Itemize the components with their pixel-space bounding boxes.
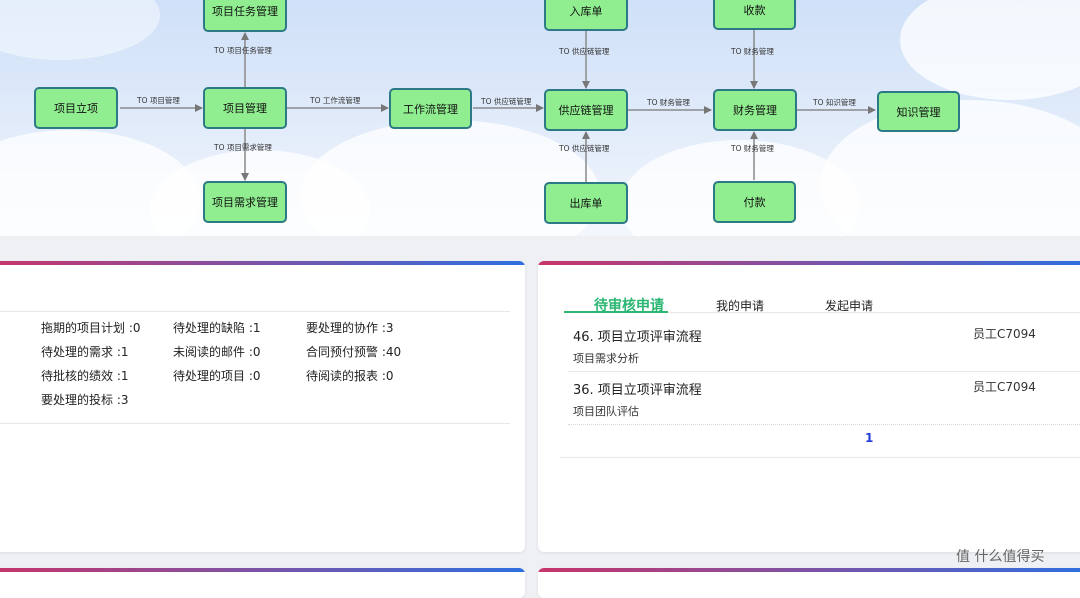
- edge-label: TO 项目需求管理: [214, 143, 272, 152]
- item-title[interactable]: 36. 项目立项评审流程: [573, 383, 702, 398]
- edge-label: TO 知识管理: [813, 98, 856, 107]
- edge-label: TO 供应链管理: [559, 144, 610, 153]
- node-project-mgmt[interactable]: 项目管理: [203, 87, 287, 129]
- item-subtitle: 项目团队评估: [573, 405, 639, 418]
- edge-label: TO 财务管理: [731, 47, 774, 56]
- tab-my-applications[interactable]: 我的申请: [716, 299, 765, 313]
- panel-top-accent: [0, 261, 525, 265]
- todo-stat[interactable]: 拖期的项目计划 :0: [41, 321, 141, 335]
- item-user: 员工C7094: [973, 380, 1036, 394]
- todo-stat[interactable]: 待阅读的报表 :0: [306, 369, 394, 383]
- divider: [0, 423, 510, 424]
- node-payment[interactable]: 付款: [713, 181, 796, 223]
- todo-stat[interactable]: 待处理的需求 :1: [41, 345, 129, 359]
- panel-top-accent: [0, 568, 525, 572]
- active-tab-underline: [564, 311, 668, 313]
- workflow-diagram: 项目任务管理 项目立项 项目管理 项目需求管理 工作流管理 入库单 供应链管理 …: [0, 0, 1080, 236]
- node-outbound-order[interactable]: 出库单: [544, 182, 628, 224]
- todo-panel: 8 拖期的项目计划 :0 待处理的缺陷 :1 要处理的协作 :3 待处理的需求 …: [0, 261, 525, 552]
- todo-stat[interactable]: 待批核的绩效 :1: [41, 369, 129, 383]
- panel-top-accent: [538, 261, 1080, 265]
- node-supply-chain-mgmt[interactable]: 供应链管理: [544, 89, 628, 131]
- lower-panel-left: [0, 568, 525, 598]
- flow-connectors: [120, 30, 876, 182]
- divider: [668, 312, 1080, 313]
- node-inbound-order[interactable]: 入库单: [544, 0, 628, 31]
- edge-label: TO 财务管理: [647, 98, 690, 107]
- edge-label: TO 供应链管理: [481, 97, 532, 106]
- todo-stat[interactable]: 合同预付预警 :40: [306, 345, 402, 359]
- node-project-requirement-mgmt[interactable]: 项目需求管理: [203, 181, 287, 223]
- lower-panel-right: [538, 568, 1080, 598]
- panel-top-accent: [538, 568, 1080, 572]
- node-finance-mgmt[interactable]: 财务管理: [713, 89, 797, 131]
- tab-initiate-application[interactable]: 发起申请: [825, 299, 874, 313]
- divider: [0, 311, 510, 312]
- edge-label: TO 项目任务管理: [214, 46, 272, 55]
- page-number[interactable]: 1: [865, 431, 874, 445]
- divider: [560, 457, 1080, 458]
- todo-stat[interactable]: 待处理的缺陷 :1: [173, 321, 261, 335]
- item-subtitle: 项目需求分析: [573, 352, 639, 365]
- todo-stat[interactable]: 待处理的项目 :0: [173, 369, 261, 383]
- item-user: 员工C7094: [973, 327, 1036, 341]
- approval-panel: 待审核申请 我的申请 发起申请 46. 项目立项评审流程 员工C7094 项目需…: [538, 261, 1080, 552]
- divider: [568, 371, 1080, 372]
- node-project-setup[interactable]: 项目立项: [34, 87, 118, 129]
- tab-pending-approval[interactable]: 待审核申请: [594, 298, 664, 314]
- todo-stat[interactable]: 要处理的协作 :3: [306, 321, 394, 335]
- edge-label: TO 工作流管理: [310, 96, 361, 105]
- node-collection[interactable]: 收款: [713, 0, 796, 30]
- node-project-task-mgmt[interactable]: 项目任务管理: [203, 0, 287, 32]
- watermark: 值 什么值得买: [956, 549, 1045, 565]
- todo-stat[interactable]: 要处理的投标 :3: [41, 393, 129, 407]
- node-knowledge-mgmt[interactable]: 知识管理: [877, 91, 960, 132]
- edge-label: TO 财务管理: [731, 144, 774, 153]
- node-workflow-mgmt[interactable]: 工作流管理: [389, 88, 472, 129]
- edge-label: TO 项目管理: [137, 96, 180, 105]
- edge-label: TO 供应链管理: [559, 47, 610, 56]
- todo-stat[interactable]: 未阅读的邮件 :0: [173, 345, 261, 359]
- divider: [568, 424, 1080, 425]
- item-title[interactable]: 46. 项目立项评审流程: [573, 330, 702, 345]
